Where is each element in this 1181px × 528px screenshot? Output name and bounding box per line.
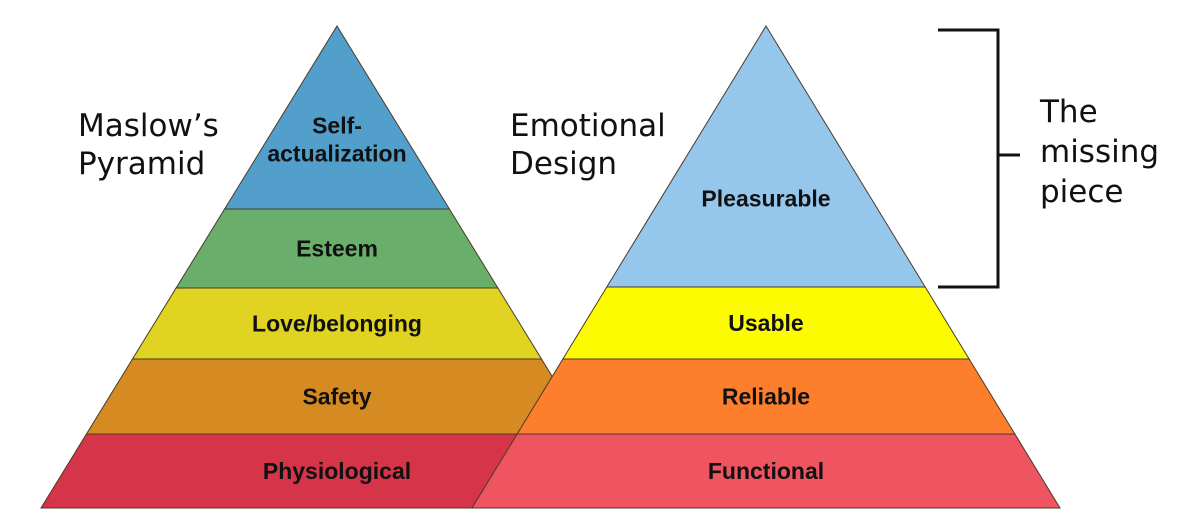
emotional-layer-pleasurable [605,25,927,288]
emotional-title-line-2: Design [510,146,617,182]
emotional-layer-label: Usable [728,310,803,336]
maslow-layer-label: actualization [267,140,406,166]
maslow-layer-label: Love/belonging [252,311,422,337]
missing-piece-line-1: The [1039,94,1098,130]
maslow-layer-label: Self- [312,112,362,138]
maslow-layer-labels: Self-actualizationEsteemLove/belongingSa… [252,112,422,484]
emotional-layer-label: Pleasurable [701,185,830,211]
missing-piece-bracket [938,28,1020,289]
emotional-layer-label: Reliable [722,384,810,410]
emotional-title-line-1: Emotional [510,108,666,144]
missing-piece-line-3: piece [1040,174,1123,210]
emotional-design-pyramid [471,25,1061,509]
missing-piece-line-2: missing [1040,134,1159,170]
maslow-layer-label: Esteem [296,236,378,262]
maslow-layer-label: Physiological [263,458,411,484]
emotional-layer-functional [471,433,1061,509]
maslow-title-line-1: Maslow’s [78,108,219,144]
maslow-pyramid [40,25,634,509]
maslow-layer-label: Safety [302,384,371,410]
emotional-layer-label: Functional [708,458,824,484]
maslow-title-line-2: Pyramid [78,146,205,182]
